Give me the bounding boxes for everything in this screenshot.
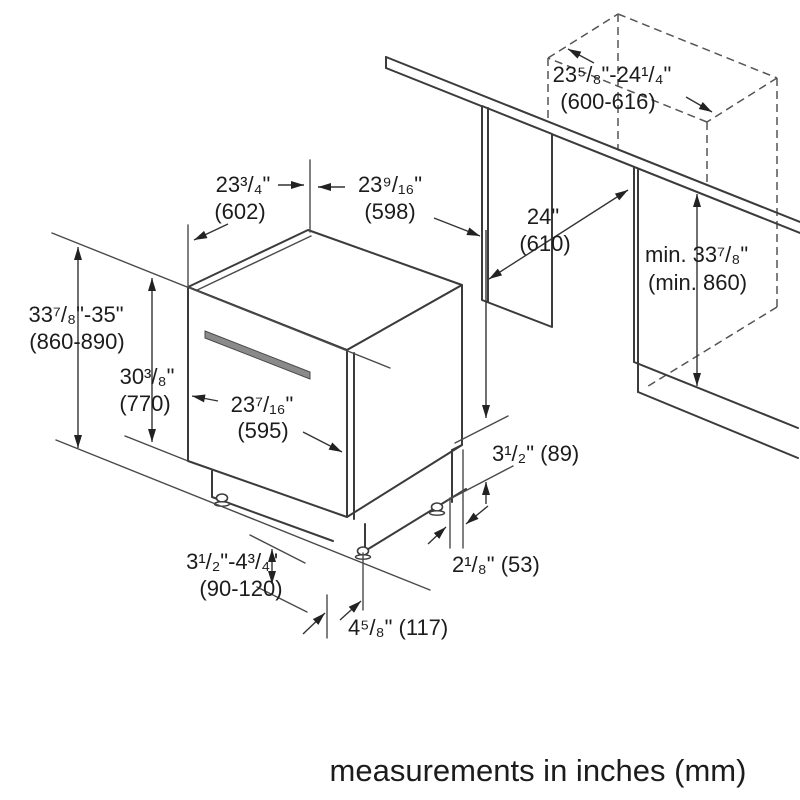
label-toe-height-mm: (90-120) [199, 576, 282, 601]
diagram-caption: measurements in inches (mm) [330, 753, 747, 788]
label-niche-width-mm: (600-616) [560, 89, 655, 114]
label-counter-height-in: 33⁷/₈"-35" [28, 302, 123, 327]
label-side-gap: 3¹/₂" (89) [492, 441, 579, 466]
label-top-width-mm: (598) [364, 199, 415, 224]
floor-lines [633, 361, 799, 459]
label-front-width-in: 23⁷/₁₆" [231, 392, 294, 417]
dimension-labels: 23⁵/₈"-24¹/₄" (600-616) 23³/₄" (602) 23⁹… [28, 62, 748, 640]
label-niche-height-in: min. 33⁷/₈" [645, 242, 748, 267]
cabinet-right-panel [633, 166, 639, 393]
dishwasher [187, 229, 467, 560]
label-niche-width-in: 23⁵/₈"-24¹/₄" [553, 62, 672, 87]
label-base-setback: 2¹/₈" (53) [452, 552, 540, 577]
adjustable-foot-right [428, 502, 446, 516]
label-body-height-in: 30³/₈" [120, 364, 175, 389]
label-body-height-mm: (770) [119, 391, 170, 416]
label-niche-depth-mm: (610) [519, 231, 570, 256]
adjustable-foot-left [213, 493, 231, 507]
counter-top [385, 56, 800, 234]
dimension-arrows [74, 48, 713, 635]
label-depth-door-in: 23³/₄" [216, 172, 271, 197]
label-toe-height-in: 3¹/₂"-4³/₄" [186, 549, 278, 574]
reference-lines [51, 159, 514, 639]
label-niche-height-mm: (min. 860) [648, 270, 747, 295]
label-top-width-in: 23⁹/₁₆" [358, 172, 422, 197]
label-niche-depth-in: 24" [527, 204, 559, 229]
niche-outline-dashed [547, 13, 778, 389]
door-handle [204, 330, 311, 380]
label-counter-height-mm: (860-890) [29, 329, 124, 354]
label-foot-inset: 4⁵/₈" (117) [348, 615, 448, 640]
label-depth-door-mm: (602) [214, 199, 265, 224]
label-front-width-mm: (595) [237, 418, 288, 443]
